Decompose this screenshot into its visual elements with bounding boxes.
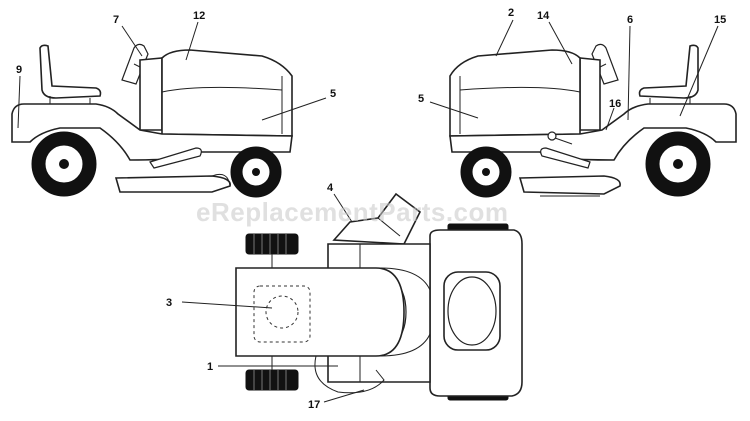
callout-7: 7 — [113, 14, 119, 26]
top-view — [235, 192, 523, 401]
callout-1: 1 — [207, 361, 213, 373]
callout-17: 17 — [308, 399, 320, 411]
right-hood — [449, 49, 581, 137]
callout-5-right: 5 — [418, 93, 424, 105]
top-rear-wheel-upper — [245, 233, 299, 270]
left-foot-pedal — [149, 147, 202, 169]
callout-2: 2 — [508, 7, 514, 19]
callout-15: 15 — [714, 14, 726, 26]
leader-lines — [17, 19, 719, 403]
left-seat — [39, 44, 102, 99]
top-rear-body — [235, 267, 405, 357]
left-side-view — [11, 43, 293, 198]
right-mower-deck — [518, 175, 621, 195]
watermark-text: eReplacementParts.com — [196, 197, 509, 227]
callout-12: 12 — [193, 10, 205, 22]
right-lever-knob — [547, 131, 557, 141]
left-mower-deck — [114, 175, 231, 193]
left-hood — [161, 49, 293, 137]
top-rear-wheel-lower — [245, 356, 299, 391]
callout-4: 4 — [327, 182, 334, 194]
top-seat — [253, 285, 311, 343]
callout-9: 9 — [16, 64, 22, 76]
right-foot-pedal — [540, 147, 591, 169]
left-dash — [139, 57, 163, 131]
callout-numbers: 7 12 9 5 5 2 14 6 15 16 4 3 1 17 — [16, 7, 726, 411]
callout-3: 3 — [166, 297, 172, 309]
top-seat-center — [265, 295, 299, 329]
callout-5-left: 5 — [330, 88, 336, 100]
callout-16: 16 — [609, 98, 621, 110]
right-seat — [638, 44, 699, 99]
callout-14: 14 — [537, 10, 550, 22]
callout-6: 6 — [627, 14, 633, 26]
right-dash — [579, 57, 601, 131]
right-side-view — [449, 43, 737, 198]
top-deck-cable — [314, 355, 385, 394]
